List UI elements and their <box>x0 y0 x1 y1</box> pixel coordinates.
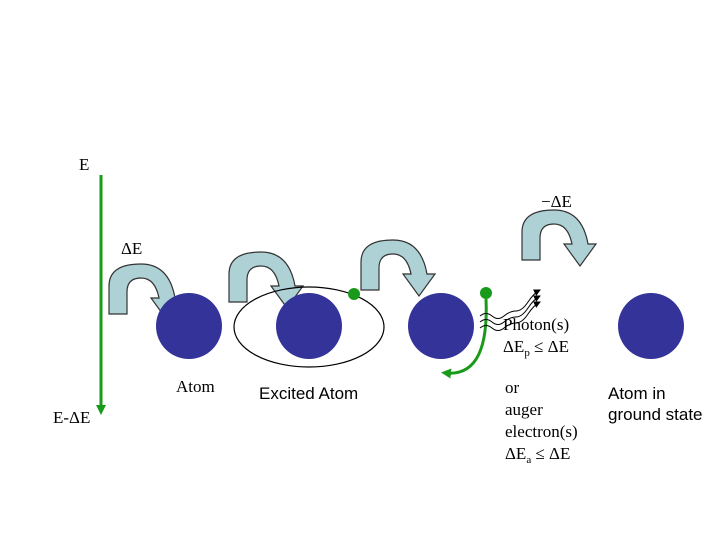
emission-curved-arrow <box>521 209 597 267</box>
electrons-label: electron(s) <box>505 422 578 441</box>
or-label: or <box>505 378 520 397</box>
excited-atom-label: Excited Atom <box>259 384 358 403</box>
energy-bottom-label: E-ΔE <box>53 408 90 427</box>
excited-orbit <box>233 286 385 368</box>
photon-energy-label: ΔEp ≤ ΔE <box>503 337 569 359</box>
ground-state-label-line1: Atom in <box>608 384 666 403</box>
energy-top-label: E <box>79 155 89 174</box>
photon-wave-1 <box>479 289 541 319</box>
atom-label: Atom <box>176 377 215 396</box>
ground-atom-circle <box>618 293 684 359</box>
delta-e-label: ΔE <box>121 239 142 258</box>
auger-label: auger <box>505 400 543 419</box>
photons-label: Photon(s) <box>503 315 569 334</box>
photon-wave-3 <box>479 301 541 331</box>
relaxing-electron-dot <box>480 287 492 299</box>
excitation-curved-arrow-2 <box>360 239 436 297</box>
ground-state-label-line2: ground state <box>608 405 703 424</box>
excited-atom-circle <box>276 293 342 359</box>
auger-energy-label: ΔEa ≤ ΔE <box>505 444 570 466</box>
relaxing-atom-circle <box>408 293 474 359</box>
negative-delta-e-label: −ΔE <box>541 192 572 211</box>
excited-electron-dot <box>348 288 360 300</box>
atom-circle <box>156 293 222 359</box>
photon-wave-2 <box>479 295 541 325</box>
